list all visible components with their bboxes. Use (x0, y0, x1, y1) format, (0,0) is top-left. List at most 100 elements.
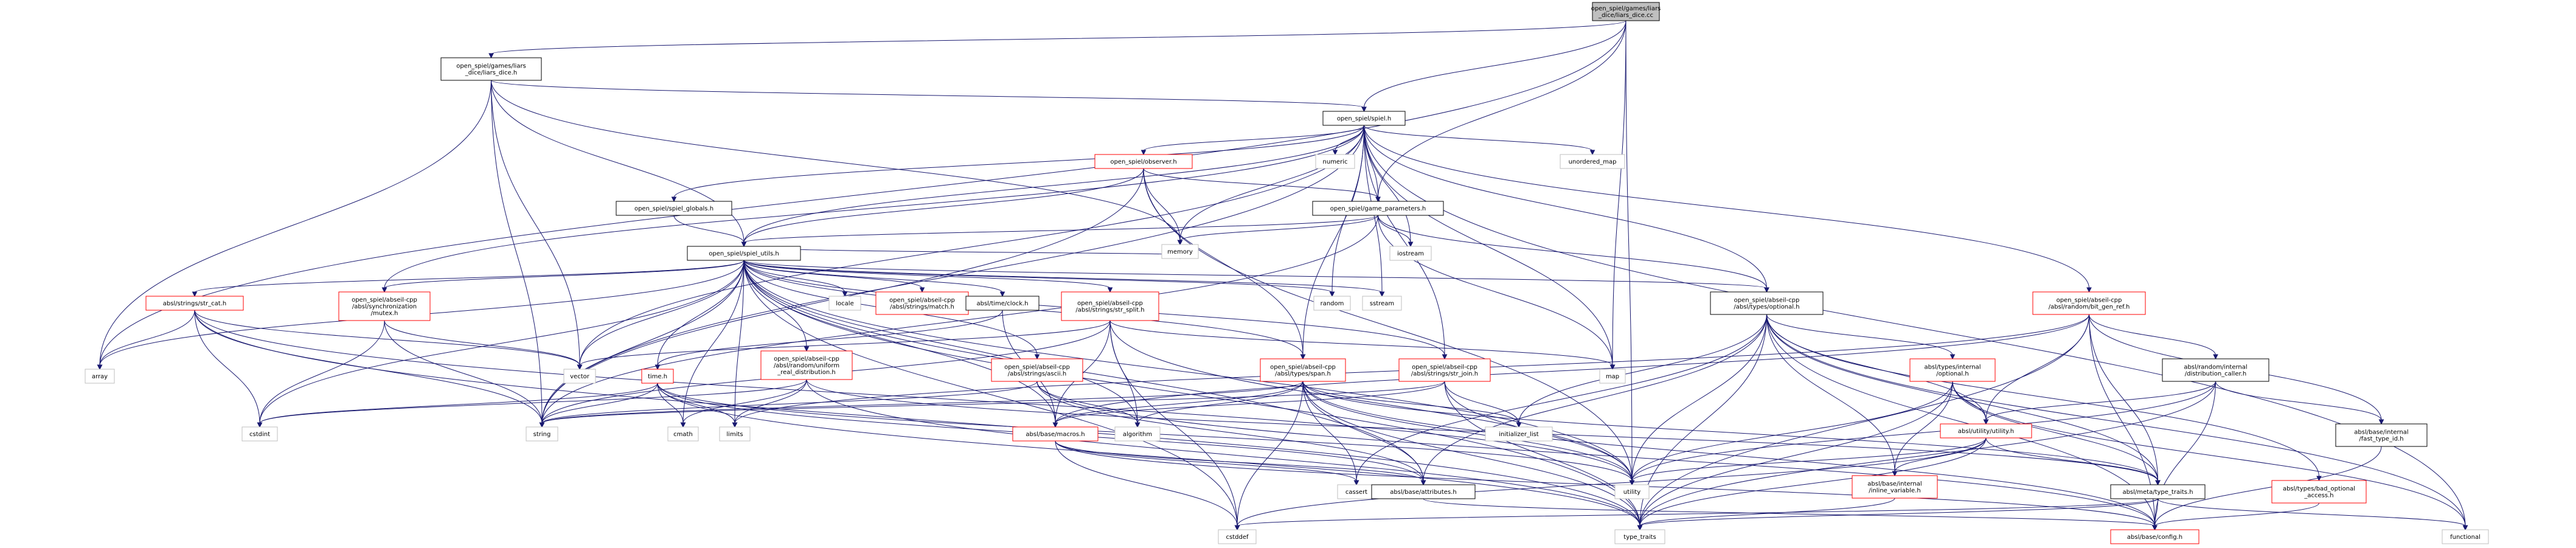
node-label-line: cstddef (1226, 534, 1249, 541)
node-label-line: /absl/synchronization (352, 303, 417, 310)
edge-spiel_h-to-unordered_map (1364, 125, 1595, 156)
node-uniform-real-h[interactable]: open_spiel/abseil-cpp/absl/random/unifor… (760, 350, 853, 380)
edge-spiel_utils_h-to-str_split_h (743, 260, 1113, 293)
node-optional-h[interactable]: open_spiel/abseil-cpp/absl/types/optiona… (1710, 291, 1824, 315)
node-label-line: absl/strings/str_cat.h (163, 300, 226, 307)
edge-liars_h-to-memory (491, 80, 1183, 246)
edge-optional_h-to-utility (1629, 314, 1767, 486)
edge-optional_h-to-initializer_list (1516, 314, 1767, 428)
node-observer-h[interactable]: open_spiel/observer.h (1094, 154, 1193, 169)
edge-observer_h-to-game_params_h (1143, 168, 1381, 203)
node-label-line: cassert (1345, 489, 1367, 496)
node-ascii-h[interactable]: open_spiel/abseil-cpp/absl/strings/ascii… (991, 358, 1083, 382)
node-label-line: limits (726, 431, 743, 438)
node-str-cat-h[interactable]: absl/strings/str_cat.h (145, 296, 244, 311)
edge-game_params_h-to-map (1378, 215, 1616, 370)
edge-optional_h-to-meta_type_traits_h (1766, 314, 2161, 486)
node-span-h[interactable]: open_spiel/abseil-cpp/absl/types/span.h (1260, 358, 1346, 382)
node-label-line: /absl/strings/str_split.h (1075, 307, 1144, 314)
node-label-line: /absl/types/optional.h (1734, 304, 1799, 311)
edge-spiel_utils_h-to-mutex_h (381, 260, 745, 293)
node-time-h[interactable]: time.h (641, 369, 674, 384)
edge-meta_type_traits_h-to-functional (2158, 498, 2468, 531)
node-cassert: cassert (1337, 484, 1376, 499)
node-config-h[interactable]: absl/base/config.h (2110, 529, 2199, 544)
edge-spiel_h-to-functional (1364, 125, 2468, 531)
node-label-line: open_spiel/spiel_utils.h (709, 251, 779, 257)
edge-mutex_h-to-vector (384, 320, 583, 370)
edge-macros_h-to-attributes_h (1055, 440, 1426, 486)
node-game-params-h[interactable]: open_spiel/game_parameters.h (1312, 201, 1444, 216)
node-fast-type-id-h[interactable]: absl/base/internal/fast_type_id.h (2335, 423, 2428, 447)
node-macros-h[interactable]: absl/base/macros.h (1012, 426, 1099, 442)
node-root: open_spiel/games/liars_dice/liars_dice.c… (1591, 2, 1661, 21)
node-label-line: open_spiel/abseil-cpp (889, 297, 955, 304)
node-str-split-h[interactable]: open_spiel/abseil-cpp/absl/strings/str_s… (1061, 291, 1159, 321)
node-mutex-h[interactable]: open_spiel/abseil-cpp/absl/synchronizati… (338, 291, 431, 321)
edge-mutex_h-to-cstdint (257, 320, 385, 428)
node-clock-h[interactable]: absl/time/clock.h (965, 296, 1040, 311)
edge-root-to-game_params_h (1375, 20, 1626, 203)
edge-distribution_caller_h-to-utility_h (1983, 381, 2216, 425)
edge-spiel_utils_h-to-vector (577, 260, 745, 370)
node-bad-optional-access-h[interactable]: absl/types/bad_optional_access.h (2271, 480, 2367, 504)
edge-spiel_utils_h-to-limits (732, 260, 745, 428)
node-spiel-globals-h[interactable]: open_spiel/spiel_globals.h (616, 201, 732, 216)
node-str-join-h[interactable]: open_spiel/abseil-cpp/absl/strings/str_j… (1398, 358, 1491, 382)
edge-game_params_h-to-spiel_utils_h (741, 215, 1378, 248)
node-distribution-caller-h[interactable]: absl/random/internal/distribution_caller… (2162, 358, 2269, 382)
node-label-line: memory (1167, 249, 1193, 255)
node-label-line: /absl/random/uniform (774, 362, 839, 369)
node-algorithm: algorithm (1114, 426, 1161, 442)
node-spiel-h[interactable]: open_spiel/spiel.h (1322, 111, 1406, 126)
node-label-line: /inline_variable.h (1869, 488, 1920, 494)
edge-ascii_h-to-config_h (1036, 381, 2158, 531)
node-label-line: map (1606, 373, 1619, 380)
node-label-line: _dice/liars_dice.h (465, 70, 517, 77)
edge-utility_h-to-meta_type_traits_h (1985, 437, 2161, 486)
node-label-line: open_spiel/abseil-cpp (1734, 297, 1800, 304)
edge-root-to-liars_h (488, 20, 1626, 59)
node-label-line: open_spiel/games/liars (1591, 5, 1661, 12)
node-attributes-h[interactable]: absl/base/attributes.h (1371, 484, 1476, 499)
node-spiel-utils-h[interactable]: open_spiel/spiel_utils.h (687, 246, 801, 261)
node-label-line: absl/base/internal (2354, 429, 2408, 436)
edge-spiel_utils_h-to-locale (743, 260, 848, 297)
edge-str_cat_h-to-cstdint (194, 310, 263, 428)
edge-internal_optional_h-to-type_traits (1637, 381, 1953, 531)
edge-liars_h-to-spiel_utils_h (491, 80, 747, 248)
node-inline-variable-h[interactable]: absl/base/internal/inline_variable.h (1852, 475, 1938, 499)
node-label-line: absl/meta/type_traits.h (2122, 489, 2193, 496)
node-liars-h[interactable]: open_spiel/games/liars_dice/liars_dice.h (440, 57, 542, 81)
node-label-line: open_spiel/games/liars (456, 63, 526, 70)
edge-observer_h-to-span_h (1143, 168, 1306, 360)
node-label-line: absl/types/bad_optional (2283, 486, 2355, 493)
node-type-traits: type_traits (1614, 529, 1665, 544)
node-label-line: _dice/liars_dice.cc (1598, 12, 1653, 19)
node-label-line: random (1321, 300, 1344, 307)
node-label-line: _real_distribution.h (777, 369, 835, 376)
node-vector: vector (563, 369, 596, 384)
edge-meta_type_traits_h-to-type_traits (1637, 498, 2158, 531)
node-iostream: iostream (1389, 246, 1432, 261)
node-label-line: /absl/random/bit_gen_ref.h (2049, 304, 2130, 311)
node-label-line: /optional.h (1936, 371, 1968, 378)
node-utility-h[interactable]: absl/utility/utility.h (1940, 423, 2032, 439)
node-meta-type-traits-h[interactable]: absl/meta/type_traits.h (2110, 484, 2206, 499)
node-match-h[interactable]: open_spiel/abseil-cpp/absl/strings/match… (875, 291, 969, 315)
node-label-line: string (533, 431, 551, 438)
node-label-line: open_spiel/abseil-cpp (1412, 364, 1477, 371)
edge-uniform_real_h-to-cstdint (257, 379, 807, 428)
node-label-line: time.h (648, 373, 667, 380)
edge-span_h-to-cstddef (1234, 381, 1304, 531)
edge-clock_h-to-time_h (654, 310, 1003, 370)
node-label-line: open_spiel/game_parameters.h (1330, 206, 1426, 212)
edge-spiel_utils_h-to-uniform_real_h (743, 260, 810, 352)
edge-spiel_utils_h-to-optional_h (743, 260, 1769, 293)
node-utility: utility (1614, 484, 1650, 499)
node-label-line: absl/base/macros.h (1026, 431, 1085, 438)
edge-macros_h-to-cstddef (1055, 440, 1240, 531)
node-bit-gen-ref-h[interactable]: open_spiel/abseil-cpp/absl/random/bit_ge… (2032, 291, 2146, 315)
node-label-line: open_spiel/abseil-cpp (352, 297, 417, 303)
node-internal-optional-h[interactable]: absl/types/internal/optional.h (1909, 358, 1996, 382)
